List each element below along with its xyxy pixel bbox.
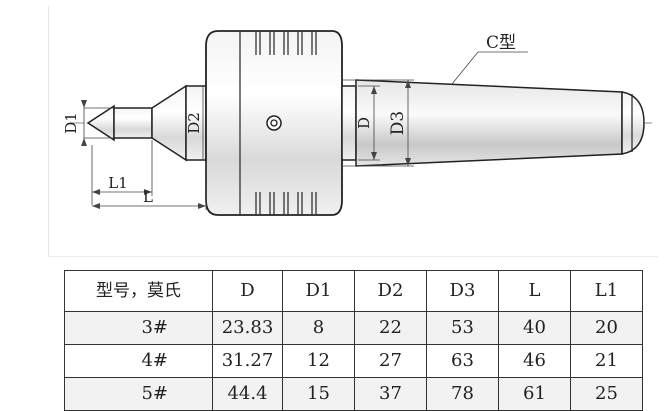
header-model: 型号，莫氏	[64, 270, 213, 312]
cell-d2: 37	[354, 377, 427, 411]
neck	[341, 85, 357, 161]
label-d3: D3	[388, 111, 408, 135]
live-center-drawing: D1 D2 D D3 L1 L C型	[62, 30, 652, 216]
label-d: D	[355, 117, 373, 129]
nose-cone	[151, 84, 187, 162]
table-row: 3# 23.83 8 22 53 40 20	[64, 311, 643, 345]
table-header-row: 型号，莫氏 D D1 D2 D3 L L1	[64, 270, 643, 312]
cell-l1: 20	[570, 311, 643, 345]
header-l: L	[498, 270, 571, 312]
label-d1: D1	[62, 112, 80, 134]
cell-l: 40	[498, 311, 571, 345]
cell-d: 31.27	[212, 344, 283, 378]
spec-table: 型号，莫氏 D D1 D2 D3 L L1 3# 23.83 8 22 53 4…	[64, 270, 643, 411]
body-grooves	[239, 31, 317, 215]
label-l: L	[143, 188, 153, 206]
header-d1: D1	[282, 270, 355, 312]
table-row: 4# 31.27 12 27 63 46 21	[64, 344, 643, 378]
cell-d3: 53	[426, 311, 499, 345]
cell-d2: 27	[354, 344, 427, 378]
table-row: 5# 44.4 15 37 78 61 25	[64, 377, 643, 411]
cell-model: 3#	[64, 311, 213, 345]
cell-model: 5#	[64, 377, 213, 411]
header-d2: D2	[354, 270, 427, 312]
cell-l1: 25	[570, 377, 643, 411]
cell-d: 44.4	[212, 377, 283, 411]
header-l1: L1	[570, 270, 643, 312]
header-d: D	[212, 270, 283, 312]
page-edge-bottom	[48, 256, 658, 257]
cell-d1: 15	[282, 377, 355, 411]
dimension-arrows	[81, 80, 411, 209]
shank-end	[621, 91, 645, 155]
tip-shank	[113, 107, 153, 139]
label-l1: L1	[108, 174, 128, 192]
cell-d3: 63	[426, 344, 499, 378]
tip-cone	[86, 104, 115, 142]
label-d2: D2	[185, 112, 203, 134]
cell-d2: 22	[354, 311, 427, 345]
cell-model: 4#	[64, 344, 213, 378]
label-taper-type: C型	[486, 33, 516, 53]
cell-l: 46	[498, 344, 571, 378]
header-d3: D3	[426, 270, 499, 312]
page-edge-left	[48, 6, 49, 256]
cell-l: 61	[498, 377, 571, 411]
cell-d1: 12	[282, 344, 355, 378]
grease-nipple-inner	[270, 119, 278, 127]
cell-d1: 8	[282, 311, 355, 345]
dimension-lines	[83, 51, 528, 210]
cell-d: 23.83	[212, 311, 283, 345]
cell-l1: 21	[570, 344, 643, 378]
cell-d3: 78	[426, 377, 499, 411]
